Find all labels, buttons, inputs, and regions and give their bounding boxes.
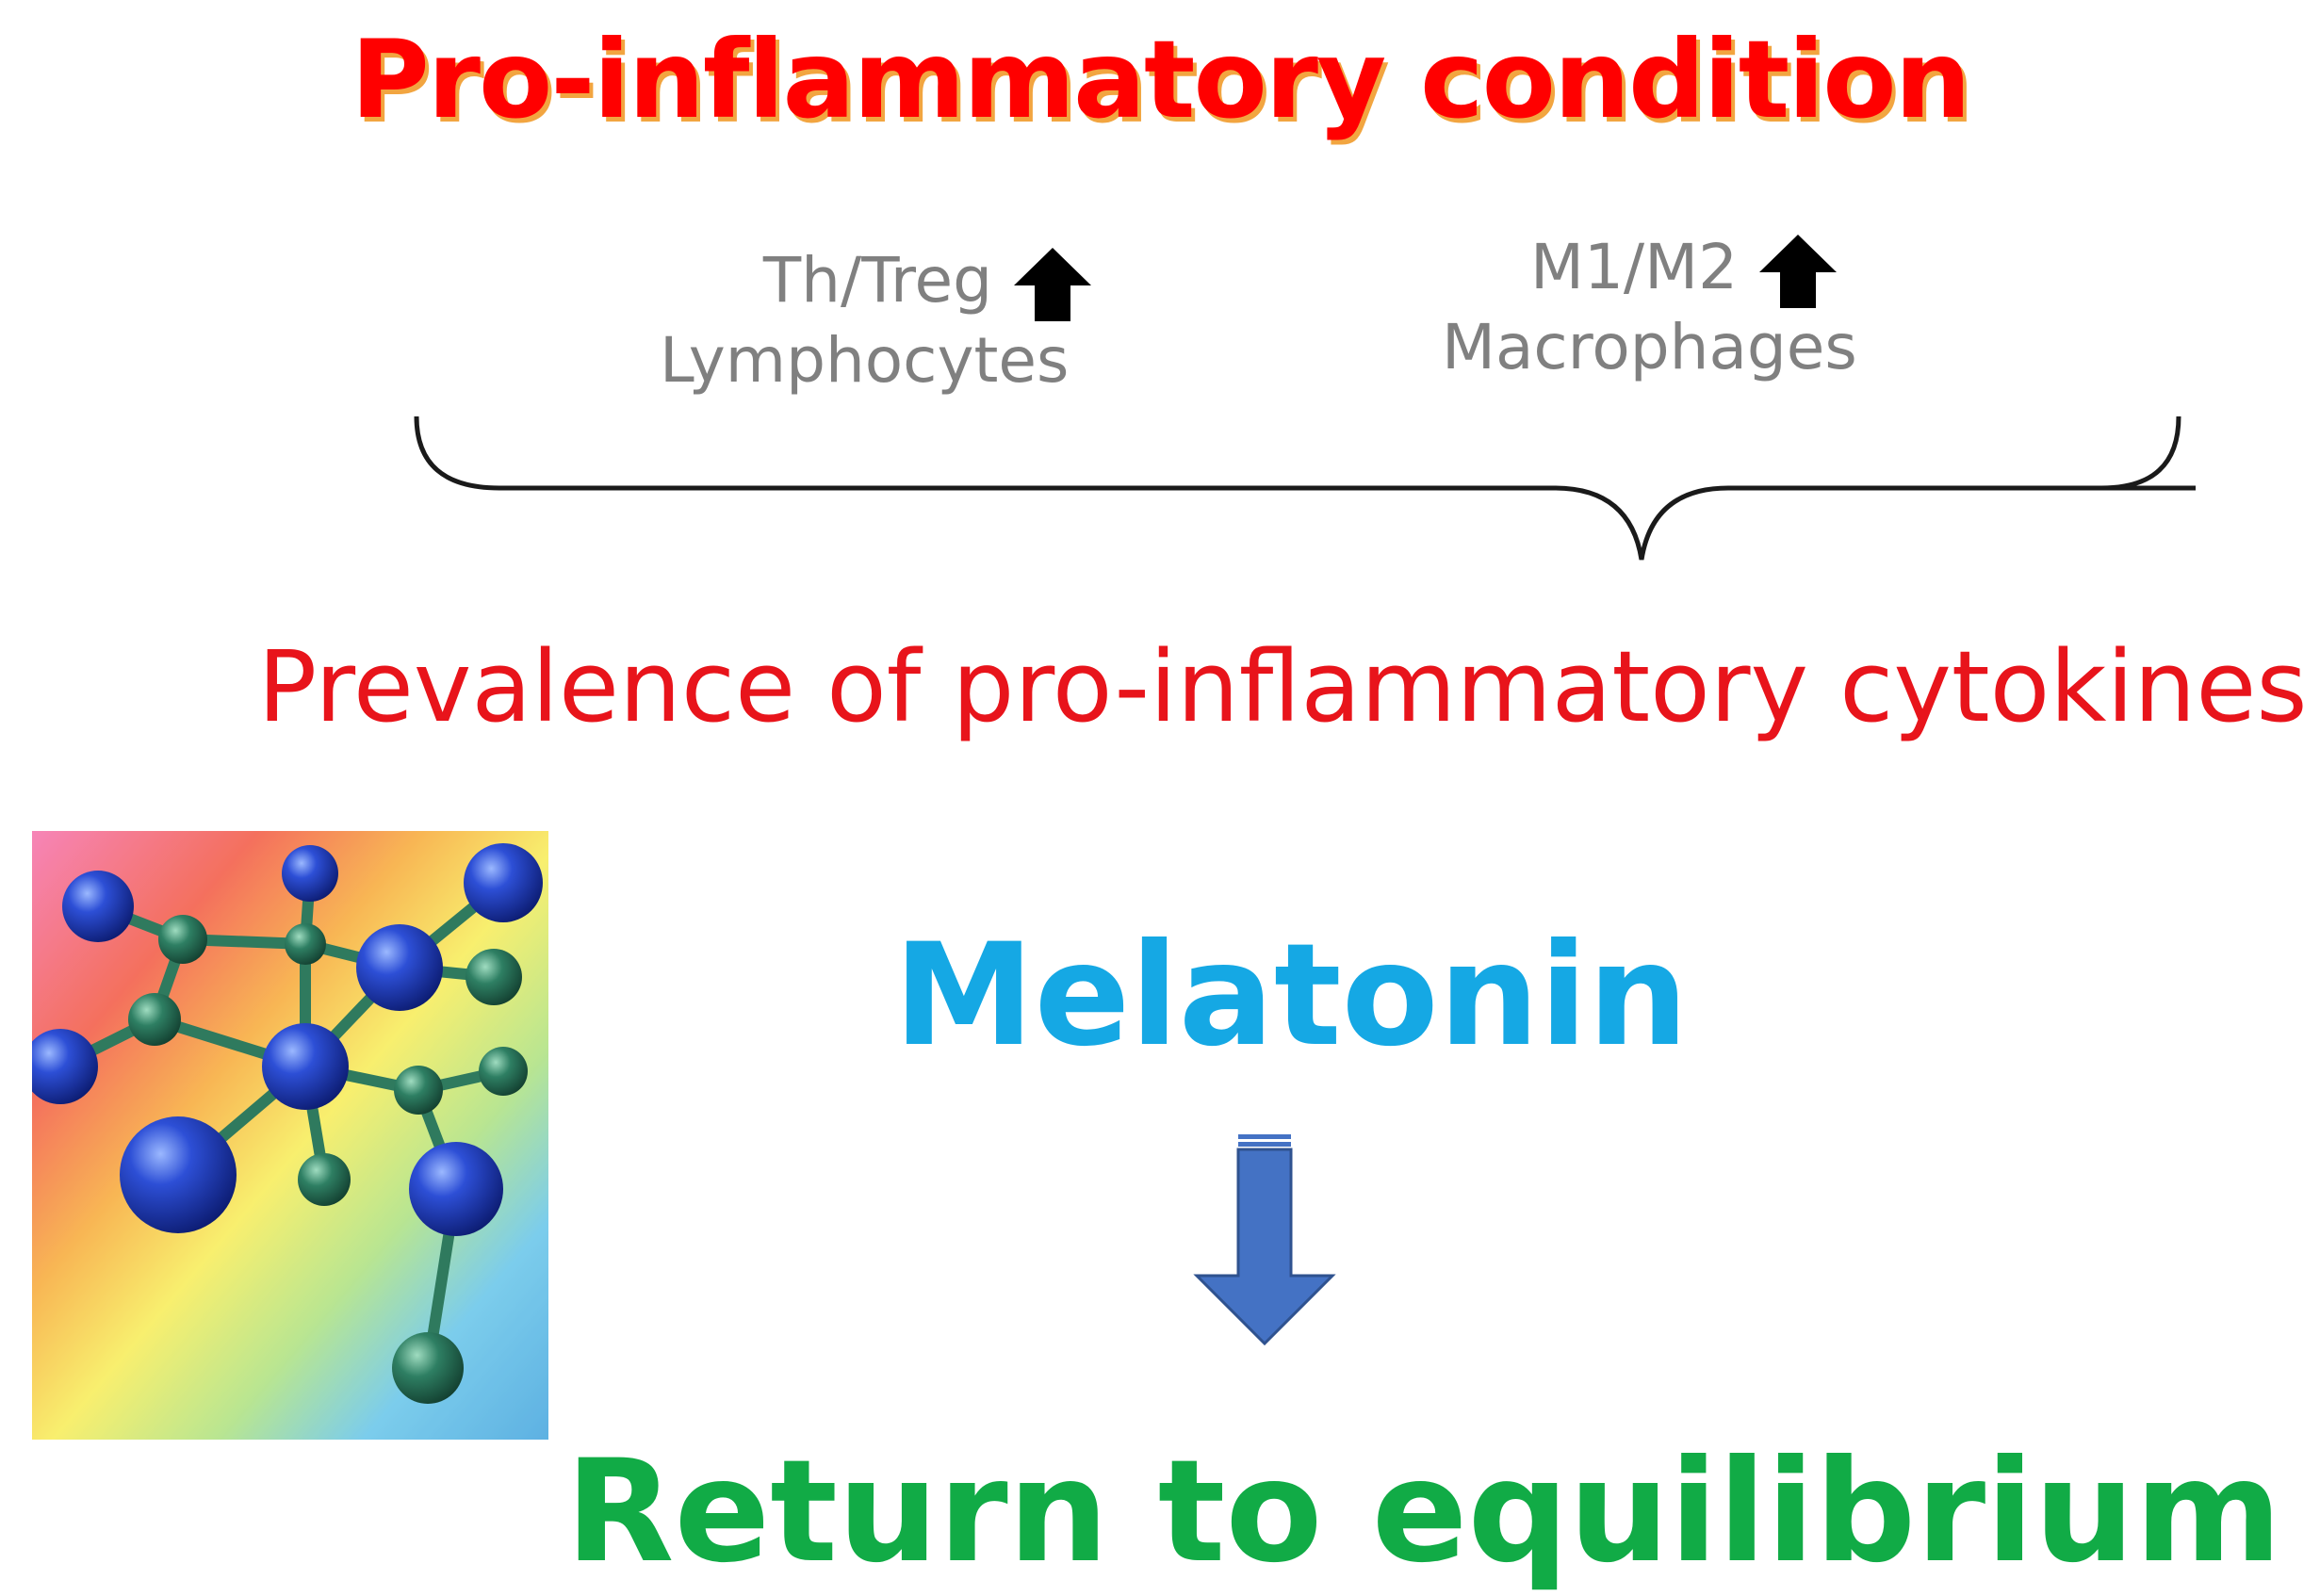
cytokines-result: Prevalence of pro-inflammatory cytokines [257,629,2308,744]
macrophages-group: M1/M2 Macrophages [1442,230,1885,384]
macrophages-label: Macrophages [1442,310,1857,383]
lymphocytes-ratio-row: Th/Treg [650,243,1093,323]
down-arrow-icon [1193,1134,1336,1346]
macrophages-ratio: M1/M2 [1530,231,1739,303]
treatment-label: Melatonin [893,914,1689,1078]
grouping-brace [414,415,2196,561]
macrophages-ratio-row: M1/M2 [1442,230,1885,310]
molecule-illustration [32,831,548,1440]
diagram-title: Pro-inflammatory condition [351,17,1971,142]
outcome-label: Return to equilibrium [565,1430,2282,1594]
lymphocytes-label: Lymphocytes [660,323,1070,397]
grouping-brace-right [1728,415,2181,491]
lymphocytes-group: Th/Treg Lymphocytes [650,243,1093,398]
lymphocytes-ratio: Th/Treg [762,244,993,317]
up-arrow-icon [1759,234,1838,308]
up-arrow-icon [1014,247,1091,321]
